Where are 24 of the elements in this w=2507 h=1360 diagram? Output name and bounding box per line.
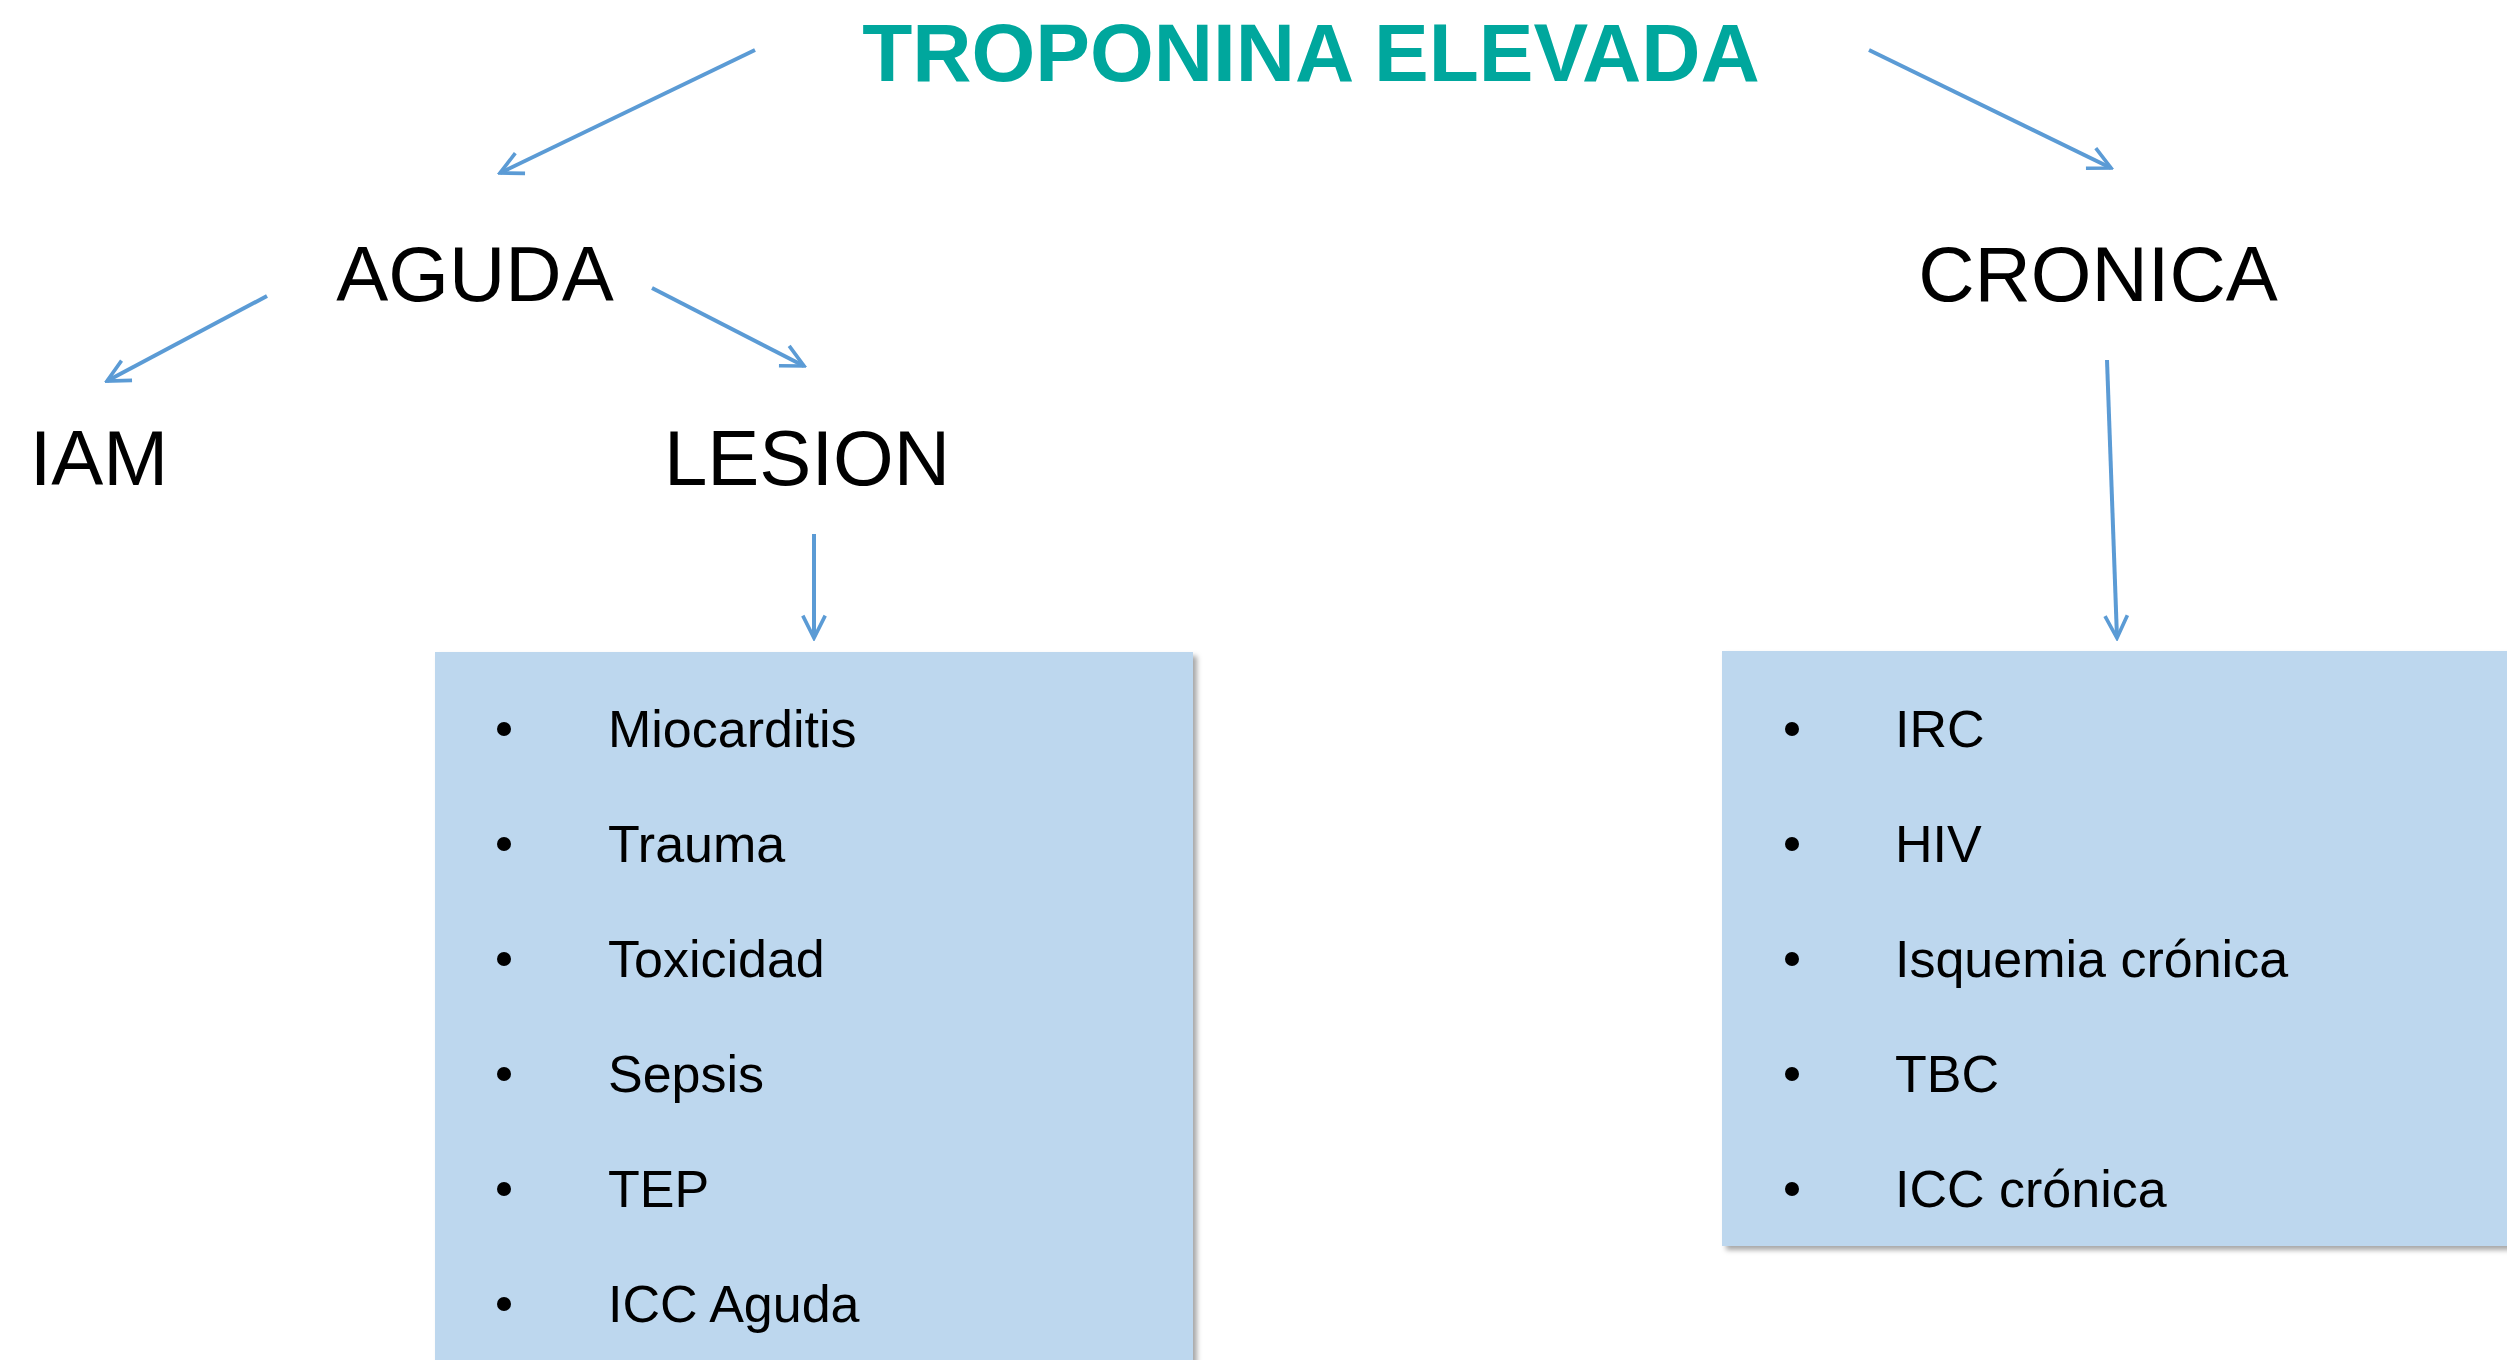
list-item: ICC Aguda — [608, 1274, 860, 1335]
arrow — [801, 534, 827, 640]
list-panel — [435, 652, 1193, 1360]
list-item: Isquemia crónica — [1895, 929, 2289, 990]
category-label: AGUDA — [336, 232, 614, 318]
list-item: ICC crónica — [1895, 1159, 2167, 1220]
list-item: TBC — [1895, 1044, 1999, 1105]
arrow — [105, 294, 268, 383]
arrow — [498, 48, 756, 176]
list-item: IRC — [1895, 699, 1985, 760]
title-text: TROPONINA ELEVADA — [862, 7, 1760, 99]
list-item: Trauma — [608, 814, 786, 875]
category-label: CRONICA — [1918, 232, 2278, 318]
arrow — [2103, 359, 2130, 640]
category-label: LESION — [663, 416, 951, 502]
list-panel — [1722, 651, 2507, 1246]
list-item: HIV — [1895, 814, 1982, 875]
list-item: TEP — [608, 1159, 710, 1220]
list-item: Sepsis — [608, 1044, 765, 1105]
arrow — [1868, 48, 2113, 171]
list-item: Miocarditis — [608, 699, 857, 760]
list-item: Toxicidad — [608, 929, 825, 990]
category-label: IAM — [29, 416, 169, 502]
arrow — [651, 286, 806, 368]
